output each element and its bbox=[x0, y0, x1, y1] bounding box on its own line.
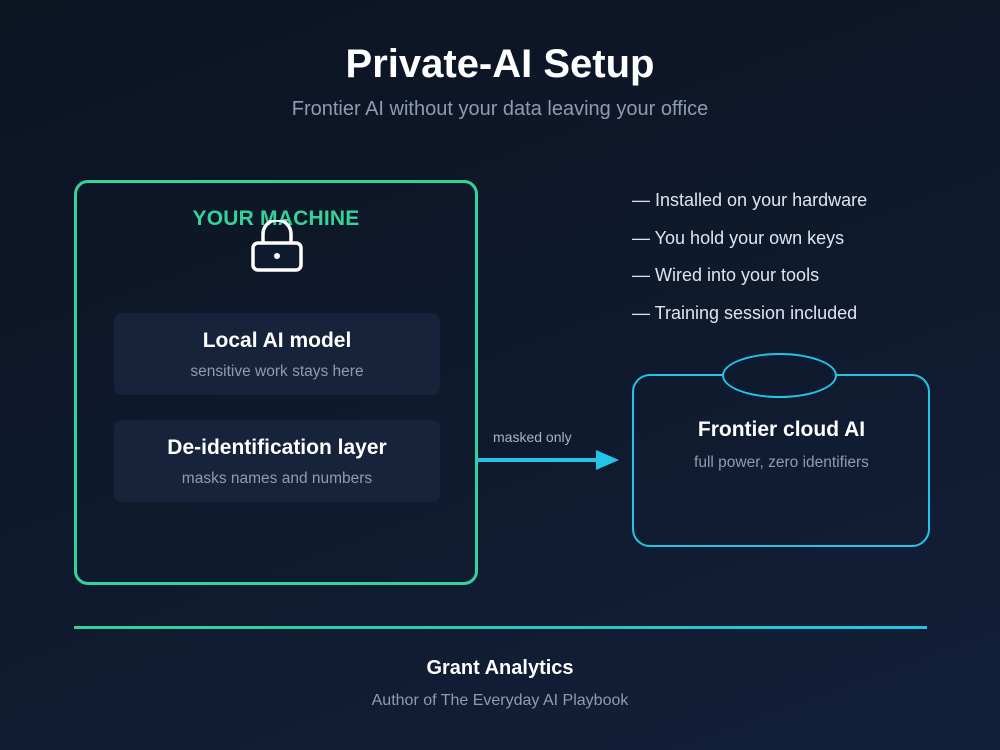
your-machine-box: YOUR MACHINE Local AI model sensitive wo… bbox=[74, 180, 478, 585]
feature-list: — Installed on your hardware — You hold … bbox=[632, 188, 867, 338]
cloud-description: full power, zero identifiers bbox=[694, 454, 869, 471]
author-role: Author of The Everyday AI Playbook bbox=[371, 692, 629, 709]
author-name: Grant Analytics bbox=[426, 657, 574, 679]
masked-flow-arrow bbox=[476, 450, 619, 470]
local-ai-model-description: sensitive work stays here bbox=[190, 363, 364, 380]
local-ai-model-name: Local AI model bbox=[202, 329, 352, 352]
de-identification-layer-name: De-identification layer bbox=[167, 436, 387, 459]
cloud-icon bbox=[722, 353, 837, 398]
feature-item: — You hold your own keys bbox=[632, 227, 845, 248]
flow-label: masked only bbox=[493, 429, 572, 445]
cloud-name: Frontier cloud AI bbox=[697, 418, 866, 441]
lock-icon bbox=[251, 220, 303, 272]
machine-label: YOUR MACHINE bbox=[192, 207, 360, 230]
feature-item: — Training session included bbox=[632, 302, 858, 323]
page-subtitle: Frontier AI without your data leaving yo… bbox=[291, 98, 709, 120]
feature-item: — Wired into your tools bbox=[632, 265, 820, 285]
local-ai-model-box: Local AI model sensitive work stays here bbox=[114, 313, 440, 395]
de-identification-layer-description: masks names and numbers bbox=[181, 470, 373, 487]
page-title: Private-AI Setup bbox=[345, 42, 655, 86]
feature-item: — Installed on your hardware bbox=[632, 190, 868, 210]
footer-divider bbox=[74, 626, 927, 629]
de-identification-layer-box: De-identification layer masks names and … bbox=[114, 420, 440, 502]
